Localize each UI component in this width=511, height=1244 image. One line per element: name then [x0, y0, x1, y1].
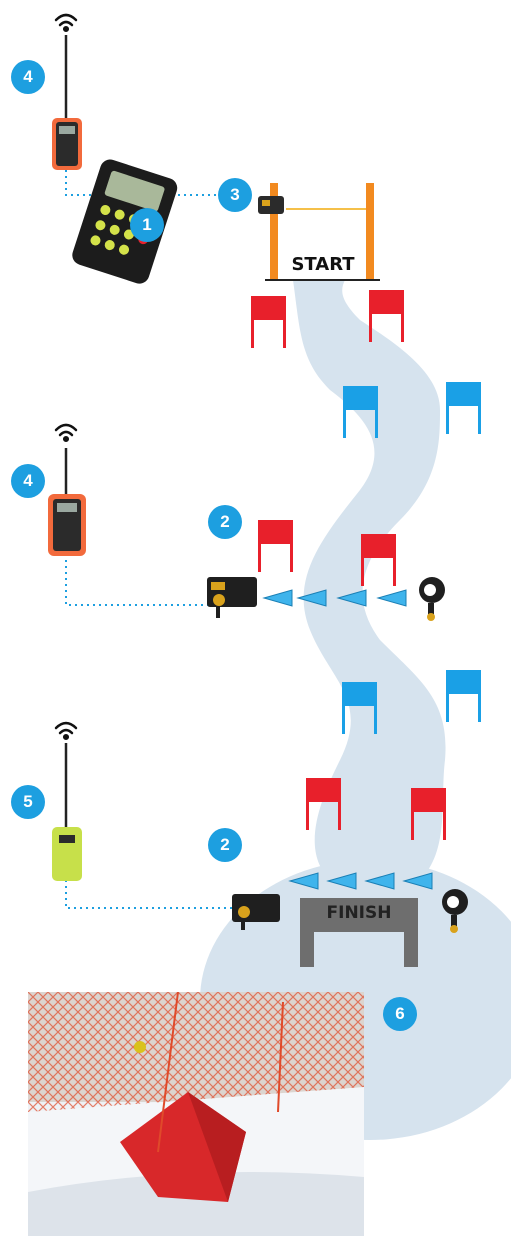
- badge-2-top: 2: [208, 505, 242, 539]
- finish-label: FINISH: [300, 903, 418, 923]
- start-label: START: [282, 254, 364, 275]
- photocell: [207, 577, 257, 618]
- handheld-timer-green: [52, 743, 82, 881]
- badge-2-bottom: 2: [208, 828, 242, 862]
- gate-flag: [446, 382, 481, 434]
- photo-illustration: [28, 992, 364, 1236]
- handheld-timer-orange-top: [52, 35, 82, 170]
- badge-3: 3: [218, 178, 252, 212]
- gate-flag: [446, 670, 481, 722]
- badge-1: 1: [130, 208, 164, 242]
- handheld-timer-orange-mid: [48, 448, 86, 556]
- badge-4-top: 4: [11, 60, 45, 94]
- reflector: [419, 577, 445, 621]
- badge-4-mid: 4: [11, 464, 45, 498]
- connection-lines: [66, 170, 232, 908]
- finish-netting-photo: [28, 992, 364, 1236]
- badge-5: 5: [11, 785, 45, 819]
- gate-flag: [258, 520, 293, 572]
- badge-6: 6: [383, 997, 417, 1031]
- wifi-icon: [56, 425, 76, 441]
- wifi-icon: [56, 15, 76, 31]
- wifi-icon: [56, 723, 76, 739]
- gate-flag: [251, 296, 286, 348]
